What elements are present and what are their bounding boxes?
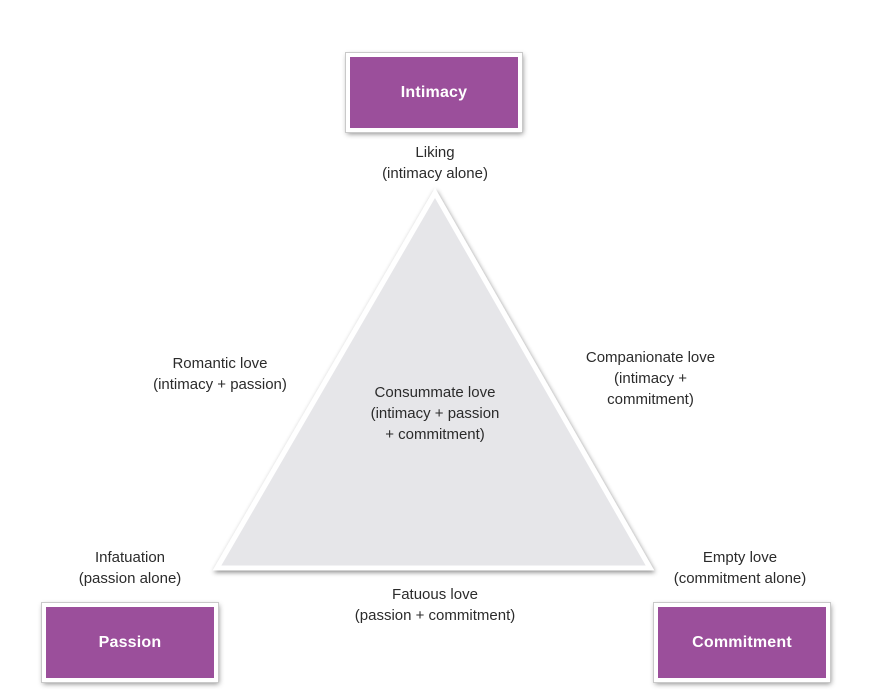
consummate-love-name: Consummate love — [374, 384, 496, 401]
triangle-shape — [212, 187, 655, 571]
intimacy-box: Intimacy — [345, 52, 523, 133]
romantic-love-label: Romantic love (intimacy + passion) — [130, 353, 310, 395]
romantic-love-detail: (intimacy + passion) — [153, 376, 287, 393]
passion-box: Passion — [41, 602, 219, 683]
infatuation-detail: (passion alone) — [78, 570, 182, 587]
companionate-love-detail-1: (intimacy + — [614, 370, 687, 387]
consummate-love-detail-1: (intimacy + passion — [370, 405, 500, 422]
passion-label: Passion — [98, 633, 162, 651]
companionate-love-label: Companionate love (intimacy + commitment… — [568, 347, 733, 410]
fatuous-love-detail: (passion + commitment) — [354, 607, 516, 624]
fatuous-love-label: Fatuous love (passion + commitment) — [325, 584, 545, 626]
empty-love-label: Empty love (commitment alone) — [655, 547, 825, 589]
liking-label: Liking (intimacy alone) — [335, 142, 535, 184]
intimacy-label: Intimacy — [400, 83, 468, 101]
infatuation-label: Infatuation (passion alone) — [60, 547, 200, 589]
romantic-love-name: Romantic love — [172, 355, 268, 372]
empty-love-name: Empty love — [702, 549, 778, 566]
commitment-label: Commitment — [692, 633, 792, 651]
companionate-love-detail-2: commitment) — [607, 391, 694, 408]
empty-love-detail: (commitment alone) — [673, 570, 807, 587]
companionate-love-name: Companionate love — [585, 349, 716, 366]
liking-detail: (intimacy alone) — [382, 165, 488, 182]
consummate-love-detail-2: + commitment) — [385, 426, 485, 443]
fatuous-love-name: Fatuous love — [392, 586, 478, 603]
liking-name: Liking — [415, 144, 455, 161]
commitment-box: Commitment — [653, 602, 831, 683]
consummate-love-label: Consummate love (intimacy + passion + co… — [340, 382, 530, 445]
infatuation-name: Infatuation — [94, 549, 166, 566]
